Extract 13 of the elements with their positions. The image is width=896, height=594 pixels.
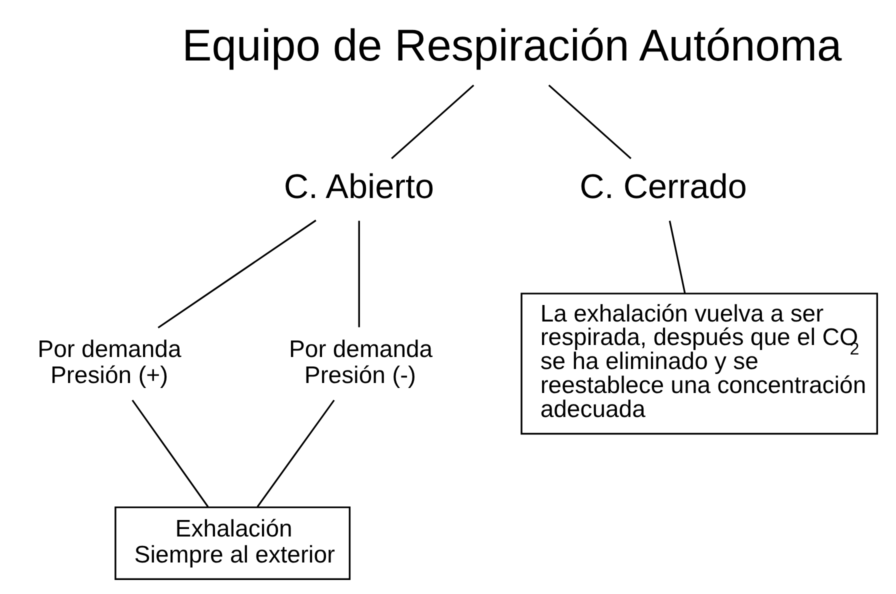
node-text: Equipo de Respiración Autónoma [182,22,842,71]
node-box: Exhalación Siempre al exterior [114,506,351,580]
connector [256,400,335,508]
node-text: Por demanda Presión (-) [288,336,433,389]
node-text: Por demanda Presión (+) [38,336,182,389]
node-text: C. Abierto [284,168,434,206]
connector [548,84,632,160]
node-text: C. Cerrado [580,168,747,206]
connector [158,220,316,328]
connector [358,220,360,328]
connector [132,400,209,508]
connector [391,84,474,160]
connector [668,220,686,294]
